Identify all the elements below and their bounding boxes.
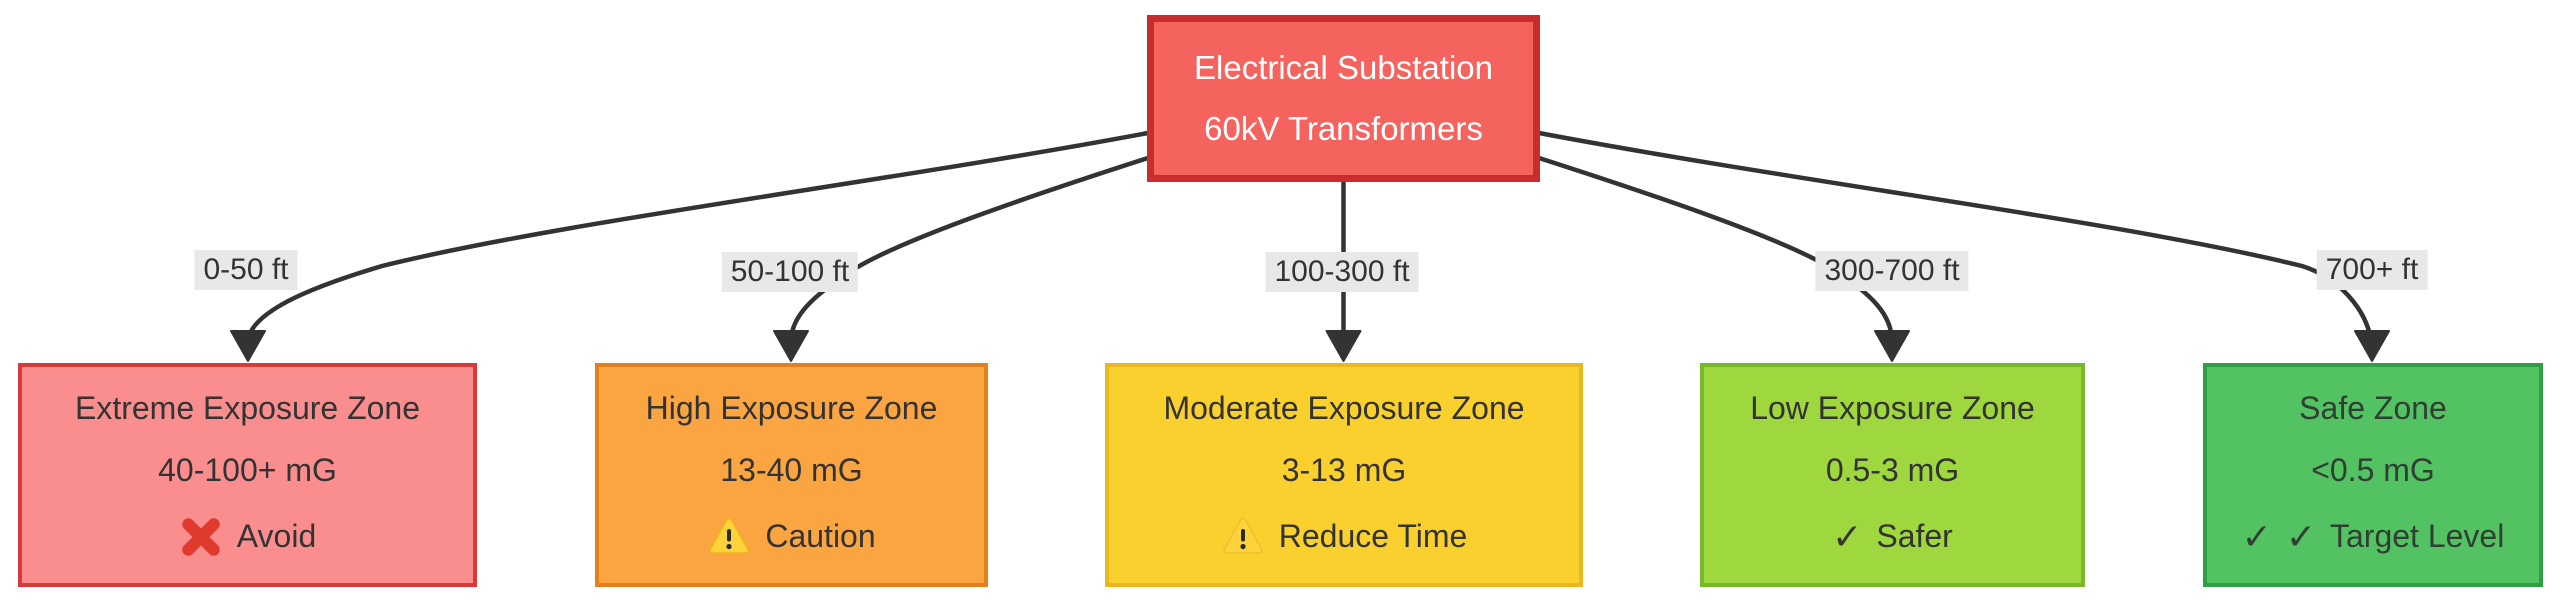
root-title-line2: 60kV Transformers [1204, 109, 1483, 147]
zone-title: High Exposure Zone [645, 390, 938, 427]
zone-status-line: Avoid [179, 515, 316, 559]
cross-icon [179, 515, 223, 559]
zone-range: 13-40 mG [720, 452, 863, 488]
arrowhead-extreme [230, 330, 266, 362]
zone-status: Caution [765, 517, 876, 554]
zone-status: Safer [1876, 517, 1953, 554]
zone-node-extreme: Extreme Exposure Zone 40-100+ mG Avoid [18, 363, 477, 587]
edge-label-700ft-plus: 700+ ft [2316, 250, 2428, 290]
arrowhead-moderate [1325, 330, 1362, 362]
zone-node-safe: Safe Zone <0.5 mG ✓ ✓ Target Level [2203, 363, 2543, 587]
arrowhead-high [773, 330, 809, 362]
zone-range: 0.5-3 mG [1825, 452, 1960, 488]
warning-icon [709, 517, 750, 555]
zone-node-low: Low Exposure Zone 0.5-3 mG ✓ Safer [1700, 363, 2085, 587]
check-icon: ✓ [2285, 515, 2316, 557]
zone-title: Extreme Exposure Zone [74, 390, 421, 427]
edge-label-0-50ft: 0-50 ft [194, 250, 298, 290]
arrowhead-safe [2354, 330, 2390, 362]
edge-root-to-high [788, 155, 1149, 341]
warning-icon [1222, 517, 1263, 555]
zone-status: Target Level [2330, 517, 2505, 554]
edge-label-100-300ft: 100-300 ft [1265, 252, 1419, 292]
root-title-line1: Electrical Substation [1194, 48, 1493, 86]
zone-status: Reduce Time [1278, 517, 1468, 554]
zone-status: Avoid [236, 517, 317, 554]
zone-status-line: Reduce Time [1221, 515, 1468, 559]
zone-status-line: ✓ ✓ Target Level [2242, 515, 2505, 559]
edge-label-50-100ft: 50-100 ft [721, 252, 859, 292]
root-node-substation: Electrical Substation 60kV Transformers [1147, 15, 1540, 182]
zone-node-moderate: Moderate Exposure Zone 3-13 mG Reduce Ti… [1105, 363, 1583, 587]
arrowhead-low [1874, 330, 1910, 362]
edge-label-300-700ft: 300-700 ft [1815, 251, 1969, 291]
zone-status-line: ✓ Safer [1832, 515, 1953, 559]
zone-node-high: High Exposure Zone 13-40 mG Caution [595, 363, 988, 587]
zone-status-line: Caution [707, 515, 876, 559]
zone-title: Low Exposure Zone [1750, 390, 2035, 427]
check-icon: ✓ [2241, 515, 2272, 557]
edge-root-to-low [1538, 155, 1895, 341]
zone-title: Moderate Exposure Zone [1163, 390, 1525, 427]
zone-range: <0.5 mG [2311, 452, 2435, 488]
edge-root-to-extreme [245, 130, 1149, 341]
zone-range: 3-13 mG [1281, 452, 1407, 488]
zone-range: 40-100+ mG [158, 452, 337, 488]
check-icon: ✓ [1832, 515, 1863, 557]
edge-root-to-safe [1538, 130, 2374, 341]
zone-title: Safe Zone [2299, 390, 2447, 427]
